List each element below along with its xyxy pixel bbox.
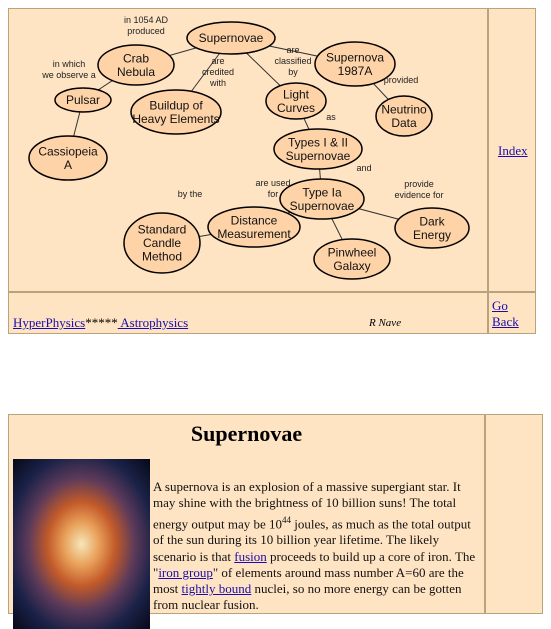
crab-nebula-photo (13, 459, 150, 629)
node-label: Data (391, 116, 417, 130)
node-label: Standard (138, 223, 187, 237)
back-link[interactable]: Back (492, 314, 519, 329)
node-label: Distance (231, 213, 278, 227)
concept-map: SupernovaeCrabNebulaSupernova1987APulsar… (28, 15, 470, 280)
node-label: Type Ia (302, 185, 342, 199)
node-label: Measurement (217, 227, 291, 241)
go-back-panel: Go Back (488, 292, 536, 334)
node-label: Candle (143, 236, 181, 250)
node-supernovae[interactable]: Supernovae (186, 21, 276, 55)
paragraph-text: A supernova is an explosion of a massive… (153, 479, 461, 531)
node-label: Cassiopeia (38, 144, 98, 158)
node-label: A (64, 158, 72, 172)
node-label: Pinwheel (328, 245, 377, 259)
node-label: Light (283, 87, 310, 101)
paragraph-text: " of elements around mass number A=60 ar… (153, 564, 464, 597)
node-ellipse[interactable] (123, 212, 201, 274)
node-label: Energy (413, 228, 451, 242)
node-ellipse[interactable] (273, 128, 363, 170)
link-label-classified: classified (274, 56, 311, 66)
link-label-evidence: provide (404, 179, 434, 189)
node-label: Curves (277, 101, 315, 115)
node-label: Dark (419, 214, 445, 228)
node-ellipse[interactable] (313, 238, 391, 280)
node-label: Pulsar (66, 93, 100, 107)
node-ellipse[interactable] (394, 207, 470, 249)
node-ellipse[interactable] (186, 21, 276, 55)
side-nav-panel: Index (488, 8, 536, 292)
node-ellipse[interactable] (314, 41, 396, 87)
node-label: Heavy Elements (132, 112, 219, 126)
author-credit: R Nave (369, 317, 402, 329)
article-title: Supernovae (190, 421, 303, 446)
node-ellipse[interactable] (375, 95, 433, 137)
hyperphysics-link[interactable]: HyperPhysics (13, 315, 86, 330)
article-paragraph: A supernova is an explosion of a massive… (153, 479, 483, 614)
node-ellipse[interactable] (54, 87, 112, 113)
rating-stars: ***** (85, 315, 118, 330)
node-label: Supernovae (286, 149, 351, 163)
node-ellipse[interactable] (279, 178, 365, 220)
node-ellipse[interactable] (207, 206, 301, 248)
link-label-produced: produced (127, 26, 165, 36)
node-pulsar[interactable]: Pulsar (54, 87, 112, 113)
footer-links: HyperPhysics***** Astrophysics (13, 315, 188, 331)
link-label-produced: in 1054 AD (124, 15, 169, 25)
node-ellipse[interactable] (28, 135, 108, 181)
link-label-classified: are (286, 45, 299, 55)
node-ellipse[interactable] (265, 82, 327, 120)
node-label: Types I & II (288, 135, 348, 149)
node-label: Method (142, 250, 182, 264)
node-label: Nebula (117, 65, 155, 79)
link-label-credited: credited (202, 67, 234, 77)
paragraph-text: joules, as much as the total output of t… (153, 515, 471, 564)
node-label: Buildup of (149, 98, 203, 112)
tightly-bound-link[interactable]: tightly bound (181, 581, 252, 597)
node-label: Supernovae (290, 199, 355, 213)
article-side-panel (485, 414, 543, 614)
link-label-observe: we observe a (41, 70, 96, 80)
node-label: Supernovae (199, 31, 264, 45)
link-label-classified: by (288, 67, 298, 77)
node-label: Crab (123, 51, 149, 65)
link-label-evidence: evidence for (394, 190, 443, 200)
iron-group-link[interactable]: iron group (158, 564, 213, 580)
link-label-as: as (326, 112, 336, 122)
go-link[interactable]: Go (492, 298, 508, 313)
link-label-observe: in which (53, 59, 86, 69)
link-label-used-for: for (268, 189, 279, 199)
node-ellipse[interactable] (130, 89, 222, 135)
link-label-by-the: by the (178, 189, 203, 199)
fusion-link[interactable]: fusion (234, 548, 267, 564)
article-panel: Supernovae A supernova is an explosion o… (8, 414, 485, 629)
node-label: Supernova (326, 50, 384, 64)
node-label: Galaxy (333, 259, 370, 273)
paragraph-text: proceeds to build up a core of iron. The… (153, 548, 476, 580)
node-ellipse[interactable] (97, 44, 175, 86)
link-label-used-for: are used (255, 178, 290, 188)
node-label: 1987A (338, 64, 373, 78)
link-label-and: and (356, 163, 371, 173)
index-link[interactable]: Index (498, 143, 528, 158)
link-label-credited: are (211, 56, 224, 66)
link-label-provided: provided (384, 75, 419, 85)
link-label-credited: with (209, 78, 226, 88)
exponent: 44 (282, 514, 292, 525)
footer-panel: HyperPhysics***** Astrophysics R Nave (8, 292, 488, 334)
astrophysics-link[interactable]: Astrophysics (117, 315, 189, 330)
node-label: Neutrino (381, 102, 427, 116)
